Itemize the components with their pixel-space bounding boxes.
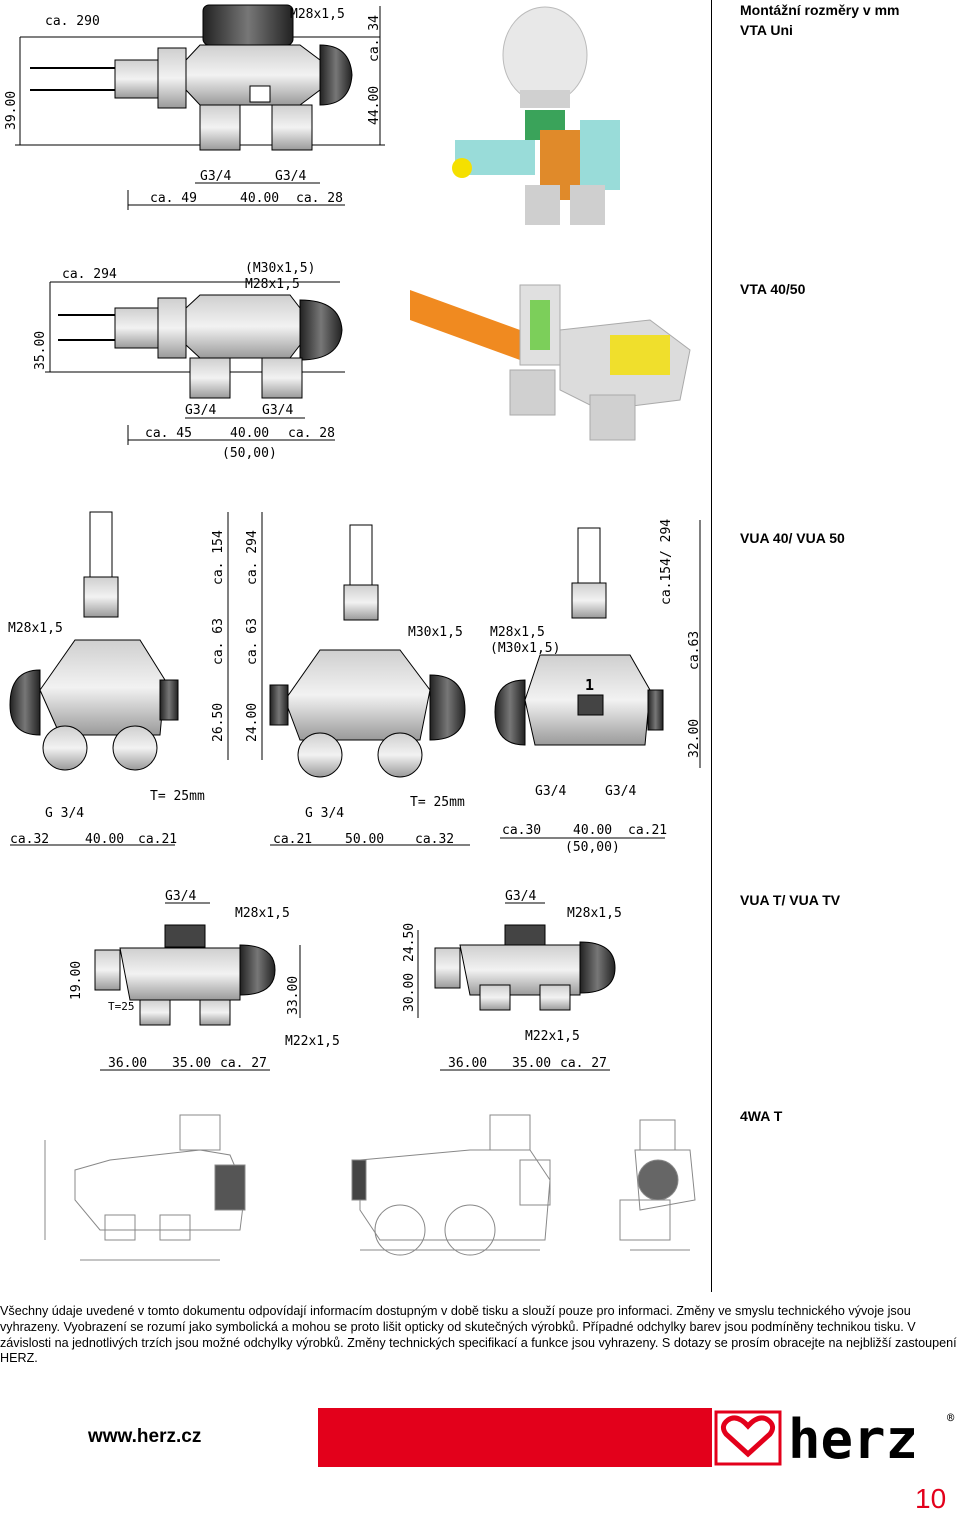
vta-uni-photo bbox=[452, 6, 620, 225]
dim-text: G3/4 bbox=[165, 889, 196, 904]
dim-text: M22x1,5 bbox=[285, 1034, 340, 1049]
vua-t-drawings bbox=[94, 902, 616, 1071]
dim-text: T= 25mm bbox=[410, 795, 465, 810]
dim-text: ca.154/ 294 bbox=[659, 519, 674, 605]
dim-text: ca. 45 bbox=[145, 426, 192, 441]
dim-text: 50.00 bbox=[345, 832, 384, 847]
mounting-dimensions-title: Montážní rozměry v mm bbox=[740, 2, 900, 18]
dim-text: ca. 49 bbox=[150, 191, 197, 206]
vua-4050-title: VUA 40/ VUA 50 bbox=[740, 530, 845, 546]
dim-text: 24.00 bbox=[245, 703, 260, 742]
dim-text: (50,00) bbox=[565, 840, 620, 855]
page-number: 10 bbox=[915, 1483, 947, 1514]
technical-drawings: ca. 290 M28x1,5 ca. 34 39.00 44.00 G3/4 … bbox=[4, 4, 702, 1261]
dim-text: G3/4 bbox=[535, 784, 566, 799]
dim-text: G3/4 bbox=[185, 403, 216, 418]
dim-text: 40.00 bbox=[240, 191, 279, 206]
dim-text: G3/4 bbox=[262, 403, 293, 418]
dim-text: (M30x1,5) bbox=[490, 641, 560, 656]
dim-text: ca. 294 bbox=[245, 530, 260, 585]
website-link[interactable]: www.herz.cz bbox=[88, 1426, 202, 1447]
dim-text: 19.00 bbox=[69, 961, 84, 1000]
brand-name: herz bbox=[788, 1408, 918, 1467]
vta-4050-title: VTA 40/50 bbox=[740, 281, 806, 297]
vta-uni-heading: Montážní rozměry v mm VTA Uni bbox=[740, 0, 899, 40]
dim-text: G 3/4 bbox=[45, 806, 84, 821]
vta-4050-dimension-labels: ca. 294 (M30x1,5) M28x1,5 35.00 G3/4 G3/… bbox=[33, 261, 335, 461]
dim-text: T=25 bbox=[108, 1000, 135, 1013]
dim-text: G3/4 bbox=[200, 169, 231, 184]
dim-text: 30.00 bbox=[402, 973, 417, 1012]
vua-4050-dimension-labels: M28x1,5 ca. 154 ca. 63 26.50 ca. 294 ca.… bbox=[8, 519, 702, 855]
vua-t-title: VUA T/ VUA TV bbox=[740, 892, 841, 908]
dim-text: M28x1,5 bbox=[490, 625, 545, 640]
dim-text: 32.00 bbox=[687, 719, 702, 758]
disclaimer-text: Všechny údaje uvedené v tomto dokumentu … bbox=[0, 1304, 957, 1366]
dim-text: 36.00 bbox=[448, 1056, 487, 1071]
wa4t-drawings bbox=[44, 1114, 696, 1261]
dim-text: (M30x1,5) bbox=[245, 261, 315, 276]
wa4t-title: 4WA T bbox=[740, 1108, 783, 1124]
dim-text: 35.00 bbox=[512, 1056, 551, 1071]
dim-text: G3/4 bbox=[605, 784, 636, 799]
dim-text: 40.00 bbox=[85, 832, 124, 847]
vua-t-dimension-labels: G3/4 M28x1,5 19.00 T=25 33.00 M22x1,5 36… bbox=[69, 889, 622, 1071]
dim-text: G3/4 bbox=[505, 889, 536, 904]
valve-number: 1 bbox=[585, 676, 594, 694]
dim-text: 40.00 bbox=[230, 426, 269, 441]
herz-logo-graphic: herz ® bbox=[714, 1408, 955, 1471]
dim-text: G3/4 bbox=[275, 169, 306, 184]
dim-text: 39.00 bbox=[4, 91, 19, 130]
dim-text: M28x1,5 bbox=[245, 277, 300, 292]
dim-text: ca.32 bbox=[415, 832, 454, 847]
dim-text: ca. 154 bbox=[211, 530, 226, 585]
dim-text: ca. 27 bbox=[560, 1056, 607, 1071]
dim-text: ca. 63 bbox=[211, 618, 226, 665]
dim-text: (50,00) bbox=[222, 446, 277, 461]
dim-text: M30x1,5 bbox=[408, 625, 463, 640]
dim-text: ca. 34 bbox=[367, 15, 382, 62]
dim-text: 24.50 bbox=[402, 923, 417, 962]
dim-text: M28x1,5 bbox=[290, 7, 345, 22]
vta-4050-drawing bbox=[45, 281, 345, 445]
vta-uni-dimension-labels: ca. 290 M28x1,5 ca. 34 39.00 44.00 G3/4 … bbox=[4, 7, 382, 206]
dim-text: 26.50 bbox=[211, 703, 226, 742]
vta-uni-title: VTA Uni bbox=[740, 22, 793, 38]
dim-text: M22x1,5 bbox=[525, 1029, 580, 1044]
dim-text: ca. 27 bbox=[220, 1056, 267, 1071]
dim-text: ca. 294 bbox=[62, 267, 117, 282]
dim-text: G 3/4 bbox=[305, 806, 344, 821]
dim-text: M28x1,5 bbox=[567, 906, 622, 921]
dim-text: T= 25mm bbox=[150, 789, 205, 804]
vta-4050-photo bbox=[410, 284, 691, 441]
dim-text: M28x1,5 bbox=[8, 621, 63, 636]
dim-text: 36.00 bbox=[108, 1056, 147, 1071]
dim-text: 40.00 bbox=[573, 823, 612, 838]
dim-text: ca.21 bbox=[628, 823, 667, 838]
vua-4050-drawings bbox=[9, 511, 701, 846]
dim-text: ca.21 bbox=[273, 832, 312, 847]
dim-text: ca.32 bbox=[10, 832, 49, 847]
vta-uni-drawing bbox=[15, 4, 385, 210]
dim-text: 35.00 bbox=[33, 331, 48, 370]
dim-text: ca. 290 bbox=[45, 14, 100, 29]
column-divider bbox=[711, 0, 712, 1292]
dim-text: 35.00 bbox=[172, 1056, 211, 1071]
dim-text: 33.00 bbox=[286, 976, 301, 1015]
dim-text: ca.63 bbox=[687, 631, 702, 670]
registered-mark: ® bbox=[947, 1411, 955, 1425]
herz-logo: herz ® bbox=[712, 1408, 960, 1471]
dim-text: ca. 28 bbox=[288, 426, 335, 441]
dim-text: ca. 63 bbox=[245, 618, 260, 665]
dim-text: 44.00 bbox=[367, 86, 382, 125]
dim-text: ca.30 bbox=[502, 823, 541, 838]
dim-text: ca. 28 bbox=[296, 191, 343, 206]
dim-text: M28x1,5 bbox=[235, 906, 290, 921]
dim-text: ca.21 bbox=[138, 832, 177, 847]
